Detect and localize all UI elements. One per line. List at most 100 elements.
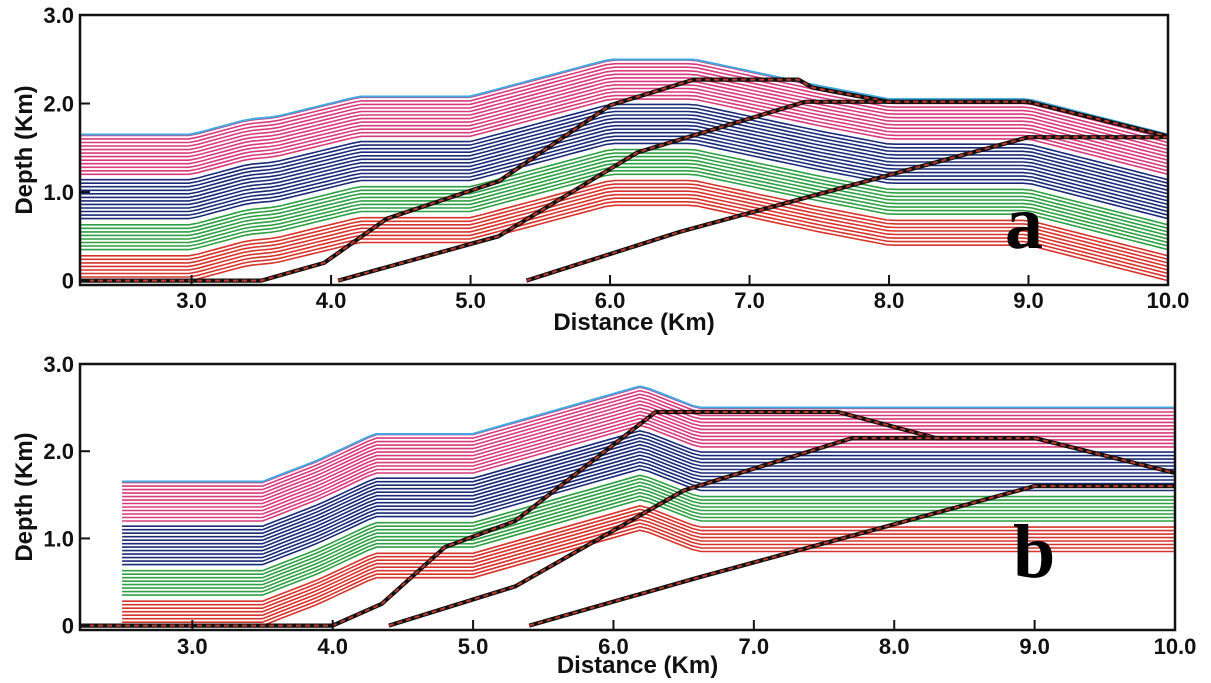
layer-navy-5 bbox=[122, 450, 1175, 548]
x-tick-label: 9.0 bbox=[1013, 288, 1044, 313]
layer-magenta-6 bbox=[80, 77, 1169, 154]
layer-navy-0 bbox=[122, 468, 1175, 566]
y-tick-label: 3.0 bbox=[43, 3, 74, 28]
layer-magenta-3 bbox=[80, 87, 1169, 165]
fault-dash-1 bbox=[80, 411, 1176, 627]
x-tick-label: 6.0 bbox=[595, 288, 626, 313]
layer-green-0 bbox=[80, 173, 1169, 251]
fault-dash-2 bbox=[388, 437, 1035, 627]
x-tick-label: 10.0 bbox=[1147, 288, 1190, 313]
y-tick-label: 0 bbox=[62, 614, 74, 639]
plot-frame bbox=[78, 13, 1170, 287]
layer-green-2 bbox=[80, 166, 1169, 244]
layer-red-7 bbox=[122, 504, 1175, 602]
x-tick-label: 10.0 bbox=[1154, 634, 1197, 659]
layer-magenta-1 bbox=[122, 421, 1175, 519]
layer-navy-0 bbox=[80, 142, 1169, 220]
layer-magenta-7 bbox=[122, 400, 1175, 498]
layer-navy-3 bbox=[80, 131, 1169, 209]
layer-magenta-6 bbox=[122, 403, 1175, 501]
fault-line-3 bbox=[525, 135, 1168, 283]
layer-navy-4 bbox=[80, 128, 1169, 206]
layer-navy-3 bbox=[122, 457, 1175, 555]
layer-navy-7 bbox=[80, 117, 1169, 195]
layer-magenta-5 bbox=[122, 407, 1175, 505]
layer-navy-4 bbox=[122, 454, 1175, 552]
layer-red-0 bbox=[80, 204, 1169, 282]
layer-navy-10 bbox=[122, 433, 1175, 531]
layer-green-5 bbox=[122, 481, 1175, 579]
layer-navy-2 bbox=[80, 135, 1169, 213]
y-tick-label: 3.0 bbox=[43, 352, 74, 377]
x-tick-label: 4.0 bbox=[317, 634, 348, 659]
y-axis-label: Depth (Km) bbox=[11, 432, 38, 561]
layer-green-3 bbox=[80, 162, 1169, 240]
panel-label: a bbox=[1005, 181, 1043, 265]
panel-a: 3.0 4.0 5.0 6.0 7.0 8.0 9.0 10.0 0 1.0 2.0 3.0Dista… bbox=[11, 3, 1189, 336]
y-tick-label: 0 bbox=[62, 269, 74, 294]
layer-green-4 bbox=[122, 484, 1175, 582]
layer-red-6 bbox=[80, 183, 1169, 261]
layer-magenta-7 bbox=[80, 73, 1169, 151]
panel-label: b bbox=[1013, 510, 1055, 594]
x-tick-label: 7.0 bbox=[734, 288, 765, 313]
layer-magenta-8 bbox=[122, 396, 1175, 494]
x-axis-label: Distance (Km) bbox=[557, 652, 718, 679]
layer-navy-2 bbox=[122, 461, 1175, 559]
fault-dash-3 bbox=[528, 485, 1175, 627]
layer-red-7 bbox=[80, 179, 1169, 257]
layer-green-7 bbox=[80, 148, 1169, 226]
layer-navy-8 bbox=[122, 440, 1175, 538]
layer-magenta-0 bbox=[122, 424, 1175, 522]
layer-red-1 bbox=[122, 525, 1175, 623]
layer-green-2 bbox=[122, 491, 1175, 589]
layer-red-2 bbox=[80, 197, 1169, 275]
layer-sky-11 bbox=[122, 385, 1175, 483]
layer-navy-11 bbox=[80, 103, 1169, 181]
x-tick-label: 4.0 bbox=[316, 288, 347, 313]
x-axis-label: Distance (Km) bbox=[553, 309, 714, 336]
layer-navy-7 bbox=[122, 443, 1175, 541]
layer-magenta-10 bbox=[122, 389, 1175, 487]
x-tick-label: 5.0 bbox=[455, 288, 486, 313]
x-tick-label: 8.0 bbox=[874, 288, 905, 313]
layer-magenta-11 bbox=[122, 386, 1175, 484]
y-tick-label: 2.0 bbox=[43, 439, 74, 464]
y-tick-label: 2.0 bbox=[43, 92, 74, 117]
layer-magenta-9 bbox=[80, 66, 1169, 144]
layer-green-3 bbox=[122, 488, 1175, 586]
x-tick-label: 3.0 bbox=[177, 634, 208, 659]
x-tick-label: 3.0 bbox=[176, 288, 207, 313]
y-axis-label: Depth (Km) bbox=[11, 85, 38, 214]
layer-magenta-9 bbox=[122, 393, 1175, 491]
layer-navy-9 bbox=[80, 110, 1169, 188]
layer-navy-8 bbox=[80, 114, 1169, 192]
layer-navy-1 bbox=[122, 464, 1175, 562]
layer-red-5 bbox=[122, 511, 1175, 609]
layer-red-0 bbox=[122, 529, 1175, 627]
layer-navy-1 bbox=[80, 139, 1169, 216]
x-tick-label: 6.0 bbox=[598, 634, 629, 659]
layer-green-1 bbox=[122, 495, 1175, 593]
strata-layers bbox=[122, 385, 1175, 627]
layer-red-3 bbox=[122, 518, 1175, 616]
fault-dash-2 bbox=[337, 100, 1029, 282]
layer-red-4 bbox=[122, 515, 1175, 613]
x-tick-label: 5.0 bbox=[458, 634, 489, 659]
layer-green-1 bbox=[80, 170, 1169, 247]
y-tick-label: 1.0 bbox=[43, 180, 74, 205]
layer-magenta-1 bbox=[80, 94, 1169, 172]
layer-red-4 bbox=[80, 190, 1169, 268]
layer-green-0 bbox=[122, 498, 1175, 596]
layer-red-5 bbox=[80, 186, 1169, 264]
layer-green-5 bbox=[80, 155, 1169, 233]
layer-red-1 bbox=[80, 201, 1169, 278]
x-tick-label: 9.0 bbox=[1019, 634, 1050, 659]
layer-navy-6 bbox=[122, 447, 1175, 545]
x-tick-label: 8.0 bbox=[879, 634, 910, 659]
plot-frame bbox=[78, 362, 1177, 632]
layer-magenta-8 bbox=[80, 70, 1169, 147]
layer-navy-9 bbox=[122, 436, 1175, 534]
